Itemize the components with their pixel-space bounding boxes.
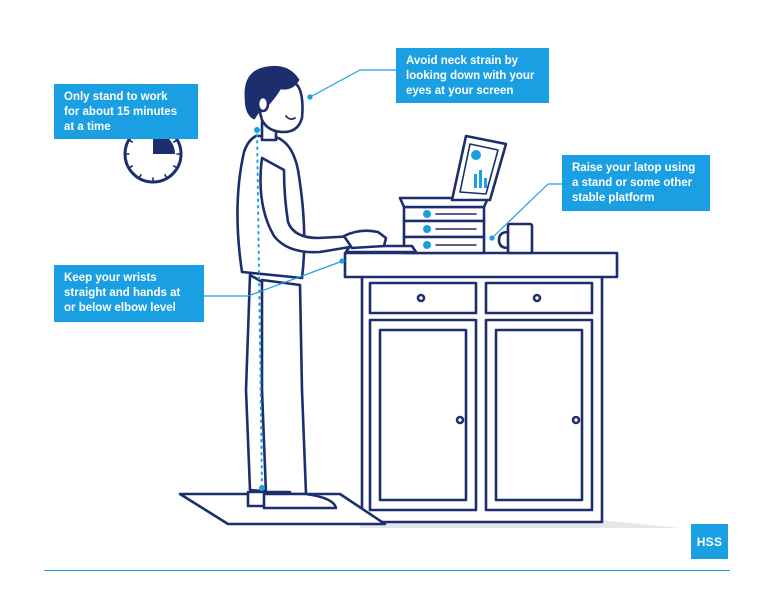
callout-stand-time: Only stand to work for about 15 minutes … [54,84,198,139]
clock-tick [138,173,142,179]
callout-neck-line-2: looking down with your [406,70,535,82]
callout-laptop-line-1: Raise your latop using [572,162,696,174]
callout-neck-strain: Avoid neck strain by looking down with y… [396,48,549,103]
callout-stand-line-1: Only stand to work [64,91,168,103]
clock-tick [128,165,134,169]
callout-raise-laptop: Raise your latop using a stand or some o… [562,155,710,211]
callout-wrists: Keep your wrists straight and hands at o… [54,265,204,322]
mug [497,222,534,255]
clock-tick [128,139,134,143]
countertop [343,251,619,279]
clock-tick [172,165,178,169]
clock-tick [164,173,168,179]
callout-stand-line-2: for about 15 minutes [64,106,178,118]
footer-divider [44,570,730,571]
cabinet [360,274,604,524]
callout-wrists-line-1: Keep your wrists [64,272,157,284]
person [236,65,388,510]
hss-logo: HSS [691,524,728,559]
callout-wrists-line-2: straight and hands at [64,287,181,299]
connectors [203,69,563,297]
laptop [398,134,508,209]
box-stack [402,205,486,255]
clock-tick [172,139,178,143]
callout-neck-line-3: eyes at your screen [406,85,514,97]
callout-stand-line-3: at a time [64,121,111,133]
callout-laptop-line-3: stable platform [572,192,655,204]
callout-wrists-line-3: or below elbow level [64,302,176,314]
callout-neck-line-1: Avoid neck strain by [406,55,519,67]
callout-laptop-line-2: a stand or some other [572,177,693,189]
